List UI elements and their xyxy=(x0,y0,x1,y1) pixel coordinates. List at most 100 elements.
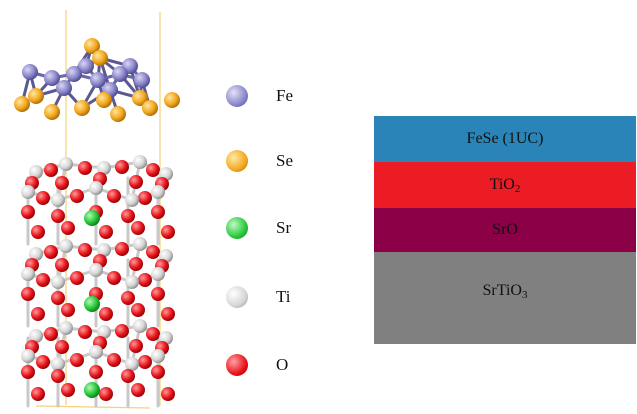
crystal-structure-illustration xyxy=(14,10,180,409)
o-atom xyxy=(70,353,84,367)
ti-atom xyxy=(29,247,43,261)
se-atom xyxy=(132,90,148,106)
o-atom xyxy=(146,163,160,177)
legend-item-ti: Ti xyxy=(226,282,291,312)
layer-label-fese: FeSe (1UC) xyxy=(467,116,544,162)
o-atom xyxy=(161,307,175,321)
ti-atom xyxy=(21,349,35,363)
o-atom xyxy=(44,327,58,341)
o-atom xyxy=(51,209,65,223)
o-atom xyxy=(138,273,152,287)
ti-atom xyxy=(97,161,111,175)
ti-atom xyxy=(89,263,103,277)
fe-atom-icon xyxy=(226,85,248,107)
ti-atom xyxy=(133,155,147,169)
sr-atom xyxy=(84,210,100,226)
o-atom xyxy=(161,225,175,239)
layer-label-srtio3-subscript: 3 xyxy=(521,289,528,301)
o-atom xyxy=(99,225,113,239)
ti-atom xyxy=(151,267,165,281)
ti-atom xyxy=(97,325,111,339)
layer-srtio3: SrTiO3 xyxy=(374,252,636,344)
ti-atom xyxy=(29,165,43,179)
ti-atom-icon xyxy=(226,286,248,308)
sr-atom-icon xyxy=(226,217,248,239)
o-atom xyxy=(21,205,35,219)
o-atom xyxy=(146,327,160,341)
se-atom xyxy=(142,100,158,116)
o-atom xyxy=(70,189,84,203)
o-atom xyxy=(36,273,50,287)
ti-atom xyxy=(51,193,65,207)
layer-label-sro: SrO xyxy=(492,208,518,252)
o-atom xyxy=(31,225,45,239)
o-atom xyxy=(78,161,92,175)
o-atom xyxy=(61,383,75,397)
fe-atom xyxy=(78,58,94,74)
legend-item-sr: Sr xyxy=(226,213,291,243)
ti-atom xyxy=(59,239,73,253)
o-atom xyxy=(129,175,143,189)
o-atom xyxy=(99,387,113,401)
o-atom xyxy=(36,191,50,205)
o-atom xyxy=(129,257,143,271)
ti-atom xyxy=(21,267,35,281)
layer-label-tio2-subscript: 2 xyxy=(514,183,521,195)
o-atom xyxy=(55,340,69,354)
o-atom xyxy=(131,383,145,397)
fe-atom xyxy=(112,66,128,82)
layer-label-srtio3: SrTiO3 xyxy=(483,282,528,301)
atoms xyxy=(14,38,180,401)
o-atom xyxy=(44,163,58,177)
ti-atom xyxy=(133,319,147,333)
o-atom xyxy=(129,339,143,353)
se-atom xyxy=(28,88,44,104)
se-atom xyxy=(74,100,90,116)
layer-label-tio2-main: TiO xyxy=(489,176,515,193)
o-atom xyxy=(107,271,121,285)
o-atom xyxy=(31,307,45,321)
legend-label-se: Se xyxy=(276,151,293,170)
o-atom xyxy=(55,258,69,272)
fe-atom xyxy=(22,64,38,80)
ti-atom xyxy=(97,243,111,257)
o-atom xyxy=(107,189,121,203)
o-atom xyxy=(44,245,58,259)
legend-item-fe: Fe xyxy=(226,81,293,111)
o-atom xyxy=(138,191,152,205)
fe-atom xyxy=(90,72,106,88)
legend-label-fe: Fe xyxy=(276,86,293,105)
ti-atom xyxy=(133,237,147,251)
ti-atom xyxy=(125,275,139,289)
o-atom xyxy=(21,365,35,379)
sr-atom xyxy=(84,382,100,398)
o-atom xyxy=(99,307,113,321)
se-atom xyxy=(44,104,60,120)
o-atom xyxy=(55,176,69,190)
legend-item-se: Se xyxy=(226,146,293,176)
ti-atom xyxy=(51,357,65,371)
o-atom xyxy=(151,205,165,219)
legend-item-o: O xyxy=(226,350,288,380)
ti-atom xyxy=(89,345,103,359)
ti-atom xyxy=(51,275,65,289)
o-atom xyxy=(151,287,165,301)
o-atom xyxy=(121,291,135,305)
ti-atom xyxy=(125,357,139,371)
o-atom xyxy=(21,287,35,301)
ti-atom xyxy=(151,349,165,363)
ti-atom xyxy=(59,321,73,335)
fe-atom xyxy=(134,72,150,88)
ti-atom xyxy=(29,329,43,343)
o-atom xyxy=(161,387,175,401)
o-atom xyxy=(115,242,129,256)
sr-atom xyxy=(84,296,100,312)
ti-atom xyxy=(89,181,103,195)
layer-tio2: TiO2 xyxy=(374,162,636,208)
o-atom xyxy=(70,271,84,285)
o-atom xyxy=(89,365,103,379)
layer-stack-diagram: FeSe (1UC) TiO2 SrO SrTiO3 xyxy=(374,116,636,344)
o-atom xyxy=(78,243,92,257)
layer-label-fese-text: FeSe (1UC) xyxy=(466,130,544,147)
o-atom xyxy=(78,325,92,339)
